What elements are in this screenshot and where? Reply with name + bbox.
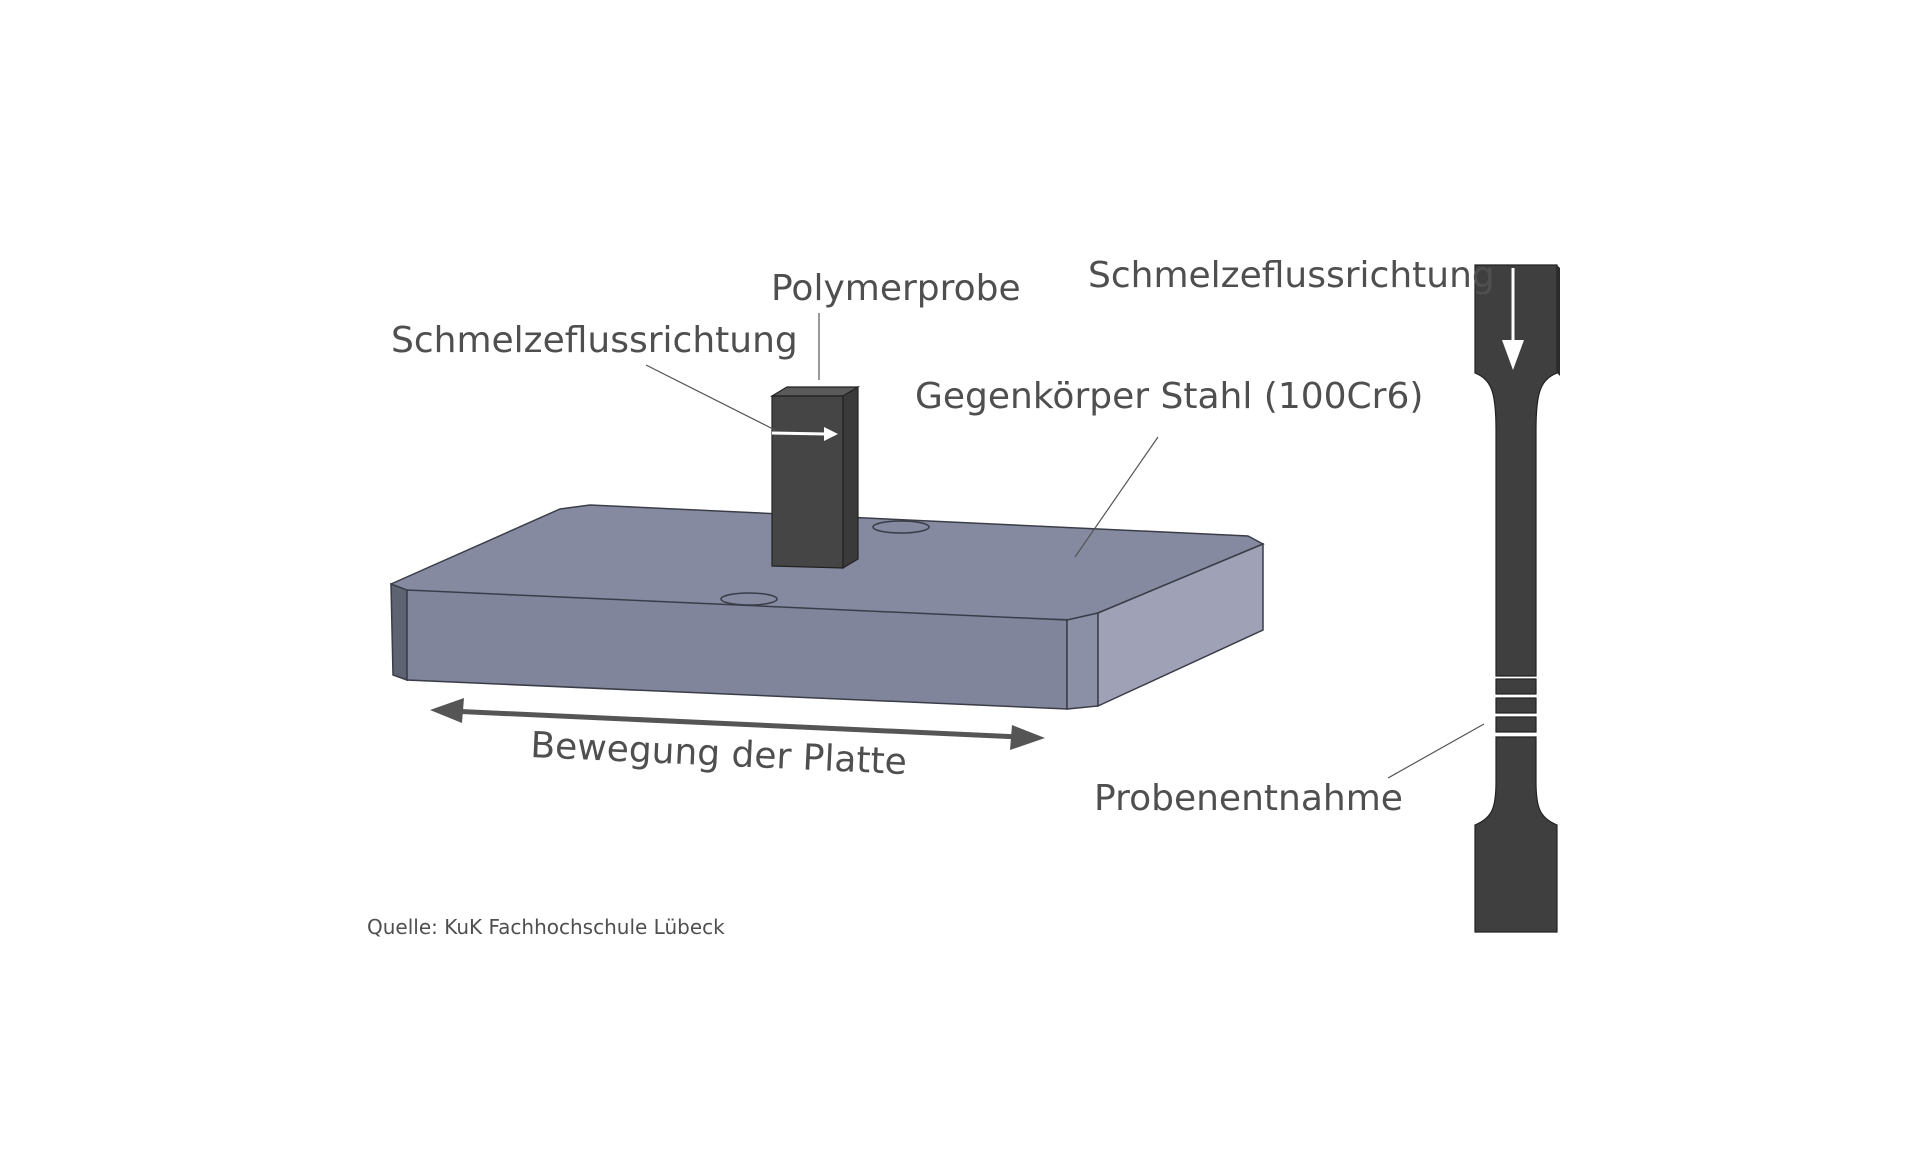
plate-hole-back bbox=[872, 520, 930, 534]
plate-left-end-face bbox=[390, 582, 408, 682]
specimen-melt-flow-arrowhead bbox=[1502, 340, 1524, 370]
extraction-slice-1 bbox=[1495, 678, 1537, 695]
tensile-specimen bbox=[1474, 264, 1560, 933]
arrowhead-left bbox=[430, 698, 464, 723]
specimen-upper-side bbox=[1557, 265, 1560, 376]
plate-movement-arrow bbox=[430, 698, 1045, 750]
arrowhead-right bbox=[1010, 725, 1045, 750]
label-polymer-sample: Polymerprobe bbox=[771, 268, 1021, 309]
leader-counter-body bbox=[1074, 436, 1159, 558]
specimen-lower-section bbox=[1474, 736, 1558, 933]
label-melt-flow-direction-right: Schmelzeflussrichtung bbox=[1088, 255, 1495, 296]
label-melt-flow-direction-left: Schmelzeflussrichtung bbox=[391, 320, 798, 361]
plate-side-face bbox=[1097, 542, 1264, 708]
leader-melt-flow-left bbox=[645, 364, 776, 431]
label-plate-movement: Bewegung der Platte bbox=[530, 725, 908, 783]
sample-front-face bbox=[771, 395, 844, 569]
leader-sample-extraction bbox=[1387, 723, 1485, 779]
plate-hole-front bbox=[720, 592, 778, 606]
source-note: Quelle: KuK Fachhochschule Lübeck bbox=[367, 915, 725, 939]
plate-corner-chamfer bbox=[1066, 612, 1099, 710]
polymer-sample-block bbox=[769, 385, 861, 570]
steel-counter-plate bbox=[390, 504, 1265, 710]
label-sample-extraction: Probenentnahme bbox=[1094, 778, 1403, 819]
sample-melt-flow-arrowhead bbox=[824, 427, 838, 441]
sample-melt-flow-arrow bbox=[771, 431, 827, 436]
extraction-slice-2 bbox=[1495, 697, 1537, 714]
sample-side-face bbox=[842, 385, 859, 570]
extraction-slice-3 bbox=[1495, 716, 1537, 733]
specimen-upper-section bbox=[1474, 264, 1558, 677]
label-counter-body: Gegenkörper Stahl (100Cr6) bbox=[915, 376, 1423, 417]
